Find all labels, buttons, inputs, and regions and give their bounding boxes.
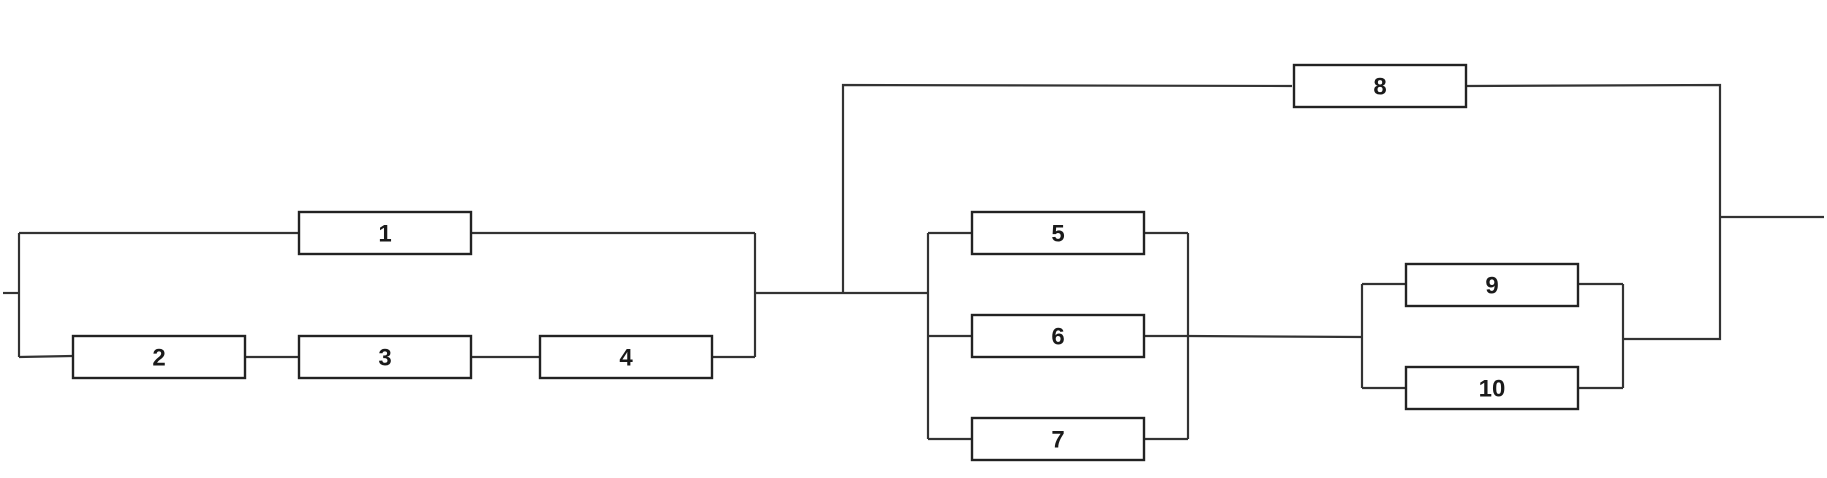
block-4-box: [538, 334, 714, 380]
block-3: 3: [297, 334, 473, 380]
block-8: 8: [1292, 63, 1468, 109]
block-7-box: [970, 416, 1146, 462]
block-2: 2: [71, 334, 247, 380]
block-6: 6: [970, 313, 1146, 359]
block-7: 7: [970, 416, 1146, 462]
block-1: 1: [297, 210, 473, 256]
block-5: 5: [970, 210, 1146, 256]
block-2-box: [71, 334, 247, 380]
connector-lines: [3, 83, 1824, 441]
block-5-label: 5: [1051, 221, 1064, 248]
block-6-label: 6: [1051, 324, 1064, 351]
block-3-label: 3: [378, 345, 391, 372]
block-2-label: 2: [152, 345, 165, 372]
block-4-label: 4: [619, 345, 633, 372]
block-1-label: 1: [378, 221, 391, 248]
branch-234-line: [18, 354, 755, 359]
block-10-label: 10: [1479, 376, 1506, 403]
block-9: 9: [1404, 262, 1580, 308]
block-9-box: [1404, 262, 1580, 308]
block-5-box: [970, 210, 1146, 256]
block-8-label: 8: [1373, 74, 1386, 101]
block-3-box: [297, 334, 473, 380]
link-to-910-line: [1187, 334, 1363, 339]
block-1-box: [297, 210, 473, 256]
block-10-box: [1404, 365, 1580, 411]
block-6-box: [970, 313, 1146, 359]
block-10: 10: [1404, 365, 1580, 411]
block-9-label: 9: [1485, 273, 1498, 300]
block-7-label: 7: [1051, 427, 1064, 454]
branch-8-line: [841, 83, 1722, 341]
block-8-box: [1292, 63, 1468, 109]
block-4: 4: [538, 334, 714, 380]
